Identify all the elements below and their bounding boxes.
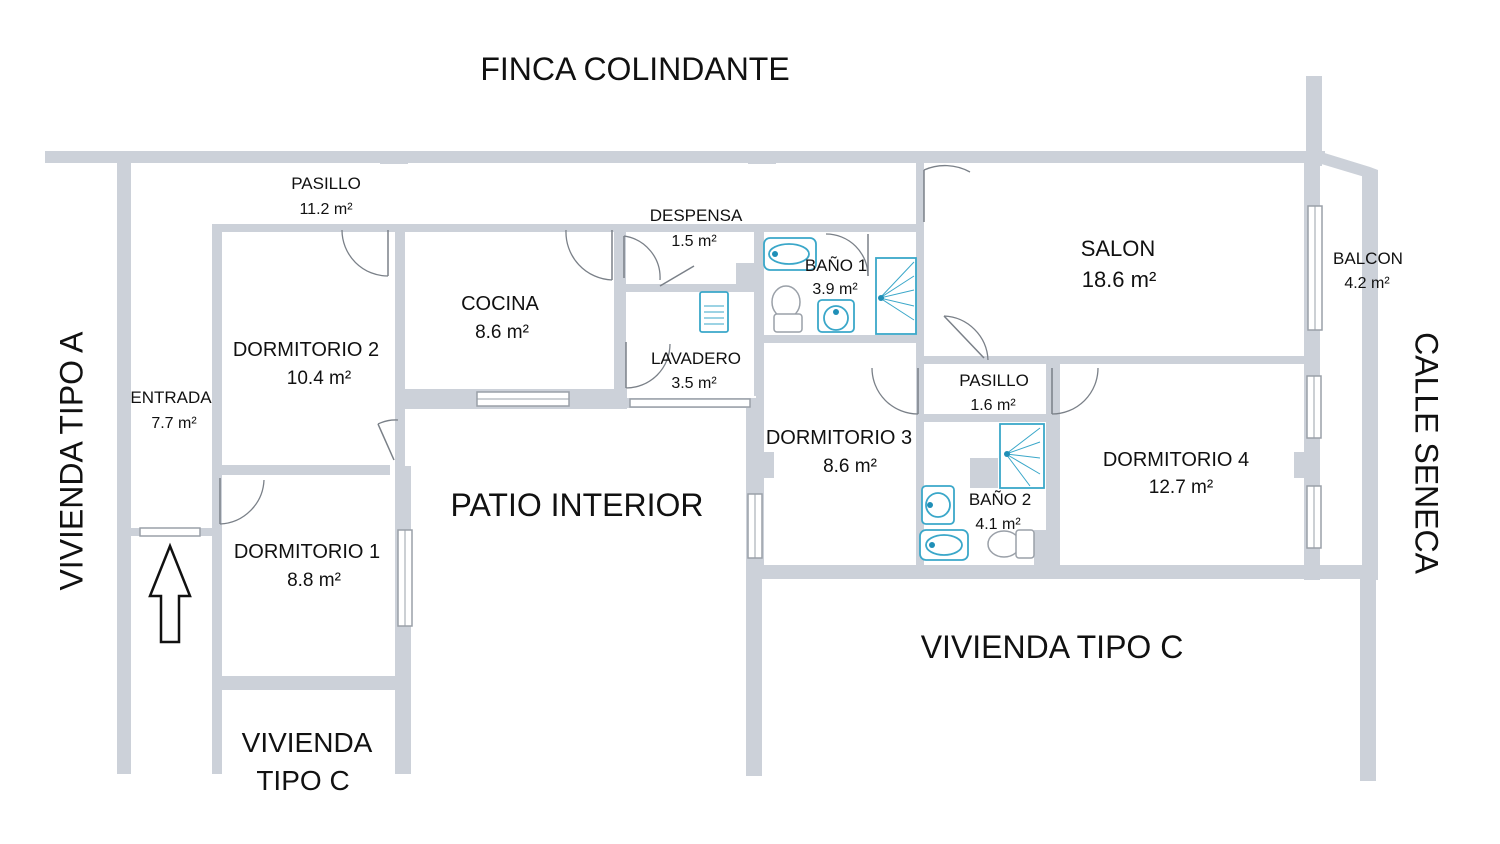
room-name: DORMITORIO 1 <box>234 541 380 563</box>
room-balcon: BALCON 4.2 m² <box>1333 249 1403 292</box>
door-swing-icon <box>341 229 389 277</box>
windows <box>139 205 1323 627</box>
room-salon: SALON 18.6 m² <box>1081 236 1157 292</box>
neighbor-label-bottom-right: VIVIENDA TIPO C <box>921 629 1184 665</box>
window-icon <box>139 527 201 537</box>
door-swing-icon <box>377 419 399 461</box>
room-name: ENTRADA <box>130 388 212 407</box>
room-area: 12.7 m² <box>1149 477 1213 498</box>
neighbor-label-left: VIVIENDA TIPO A <box>53 331 89 591</box>
entrance-arrow-icon <box>148 542 192 644</box>
door-swing-icon <box>565 229 613 281</box>
neighbor-label-bottom-left-line2: TIPO C <box>256 765 349 796</box>
room-area: 4.1 m² <box>975 516 1021 533</box>
room-area: 8.6 m² <box>475 322 529 343</box>
sink-icon <box>817 299 855 333</box>
room-name: DORMITORIO 4 <box>1103 449 1249 471</box>
door-swing-icon <box>1051 367 1099 415</box>
door-swing-icon <box>923 164 971 222</box>
sink-icon <box>919 529 969 561</box>
room-lavadero: LAVADERO 3.5 m² <box>651 349 741 392</box>
room-name: BAÑO 2 <box>969 490 1031 509</box>
room-dormitorio3: DORMITORIO 3 8.6 m² <box>766 427 912 477</box>
room-area: 3.5 m² <box>671 375 717 392</box>
door-swing-icon <box>625 342 671 389</box>
room-name: COCINA <box>461 293 539 315</box>
room-area: 18.6 m² <box>1082 267 1157 292</box>
door-swing-icon <box>219 478 265 525</box>
room-name: PASILLO <box>959 371 1029 390</box>
door-swing-icon <box>623 235 661 281</box>
room-name: SALON <box>1081 236 1156 261</box>
room-pasillo-top: PASILLO 11.2 m² <box>291 174 361 218</box>
patio-label: PATIO INTERIOR <box>450 487 703 523</box>
room-dormitorio1: DORMITORIO 1 8.8 m² <box>234 541 380 591</box>
room-despensa: DESPENSA 1.5 m² <box>650 206 743 250</box>
room-area: 8.8 m² <box>287 570 341 591</box>
sink-icon <box>921 485 955 525</box>
room-name: PASILLO <box>291 174 361 193</box>
room-area: 11.2 m² <box>299 201 353 218</box>
door-swing-icon <box>943 315 989 361</box>
room-name: DESPENSA <box>650 206 743 225</box>
room-entrada: ENTRADA 7.7 m² <box>130 388 212 432</box>
toilet-icon <box>987 529 1035 559</box>
room-area: 4.2 m² <box>1344 275 1390 292</box>
sink-icon <box>699 291 729 333</box>
room-name: LAVADERO <box>651 349 741 368</box>
room-dormitorio4: DORMITORIO 4 12.7 m² <box>1103 449 1249 498</box>
shower-icon <box>999 423 1045 489</box>
street-label-right: CALLE SENECA <box>1409 332 1445 575</box>
toilet-icon <box>771 285 803 333</box>
room-dormitorio2: DORMITORIO 2 10.4 m² <box>233 339 379 389</box>
room-area: 1.5 m² <box>671 233 717 250</box>
room-area: 1.6 m² <box>970 397 1016 414</box>
sink-icon <box>763 237 817 271</box>
room-area: 7.7 m² <box>151 415 197 432</box>
room-cocina: COCINA 8.6 m² <box>461 293 539 343</box>
room-area: 3.9 m² <box>812 281 858 298</box>
door-swing-icon <box>871 367 919 415</box>
room-name: BAÑO 1 <box>805 256 867 275</box>
walls <box>45 76 1378 781</box>
neighbor-label-top: FINCA COLINDANTE <box>480 51 789 87</box>
doors <box>219 164 1099 525</box>
room-area: 10.4 m² <box>287 368 351 389</box>
room-area: 8.6 m² <box>823 456 877 477</box>
room-bano2: BAÑO 2 4.1 m² <box>969 490 1031 533</box>
shower-icon <box>875 257 917 335</box>
room-name: BALCON <box>1333 249 1403 268</box>
window-icon <box>629 398 751 408</box>
room-name: DORMITORIO 3 <box>766 427 912 449</box>
room-name: DORMITORIO 2 <box>233 339 379 361</box>
fixtures <box>699 237 1045 561</box>
room-pasillo-small: PASILLO 1.6 m² <box>959 371 1029 414</box>
neighbor-label-bottom-left-line1: VIVIENDA <box>242 727 373 758</box>
door-swing-icon <box>659 265 695 287</box>
door-swing-icon <box>825 233 869 277</box>
room-bano1: BAÑO 1 3.9 m² <box>805 256 867 298</box>
